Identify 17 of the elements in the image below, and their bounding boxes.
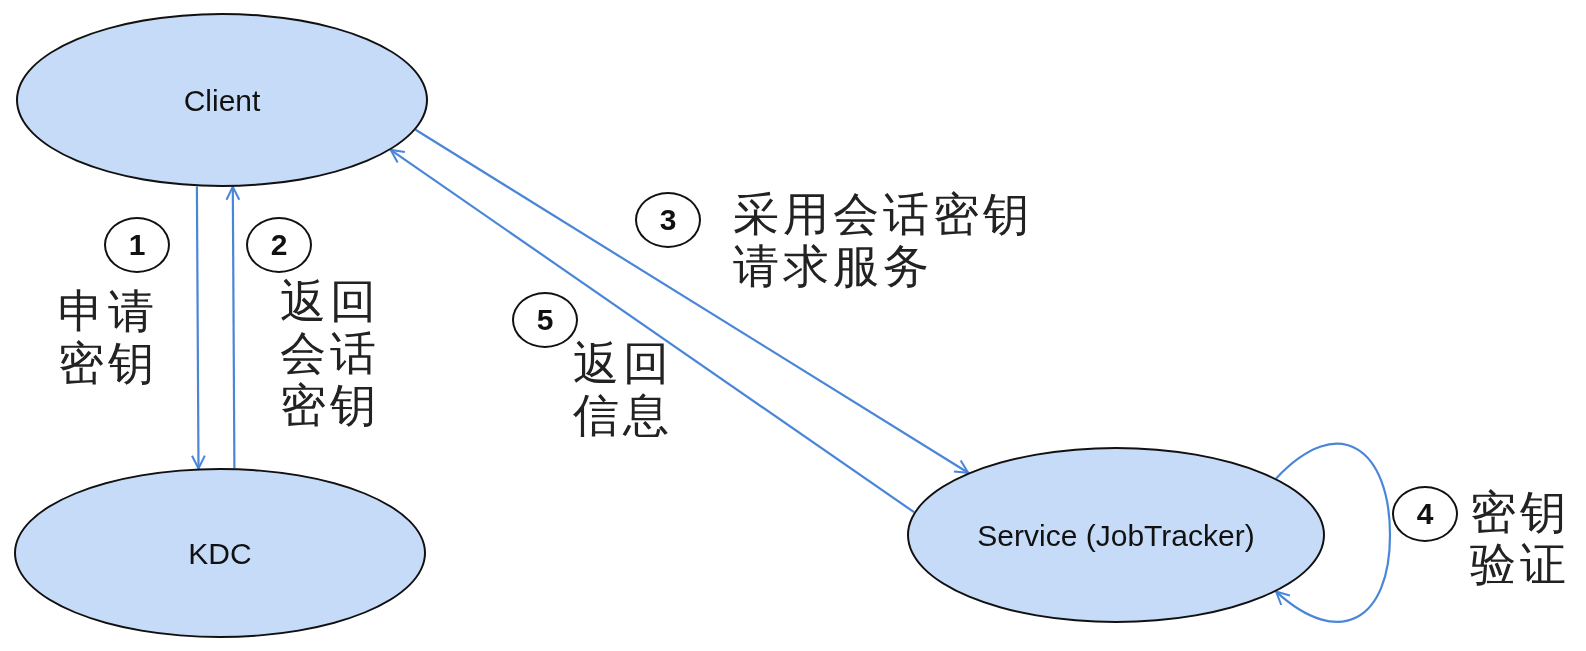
callout-number: 3 (635, 192, 701, 248)
callout-number: 2 (246, 217, 312, 273)
edge-label: 申请密钥 (58, 285, 159, 389)
callout-number: 5 (512, 292, 578, 348)
arrow (225, 185, 241, 469)
edge-label: 密钥验证 (1470, 486, 1571, 590)
edge-label: 返回会话密钥 (280, 275, 381, 431)
edge-label: 采用会话密钥请求服务 (733, 188, 1034, 292)
callout-number: 4 (1392, 486, 1458, 542)
node-label: Service (JobTracker) (976, 517, 1256, 554)
node-label: Client (182, 82, 262, 119)
arrow (191, 186, 206, 470)
callout-number: 1 (104, 217, 170, 273)
arrow (1275, 442, 1392, 623)
node-label: KDC (187, 535, 253, 572)
arrow (415, 128, 970, 474)
arrow (389, 148, 915, 514)
